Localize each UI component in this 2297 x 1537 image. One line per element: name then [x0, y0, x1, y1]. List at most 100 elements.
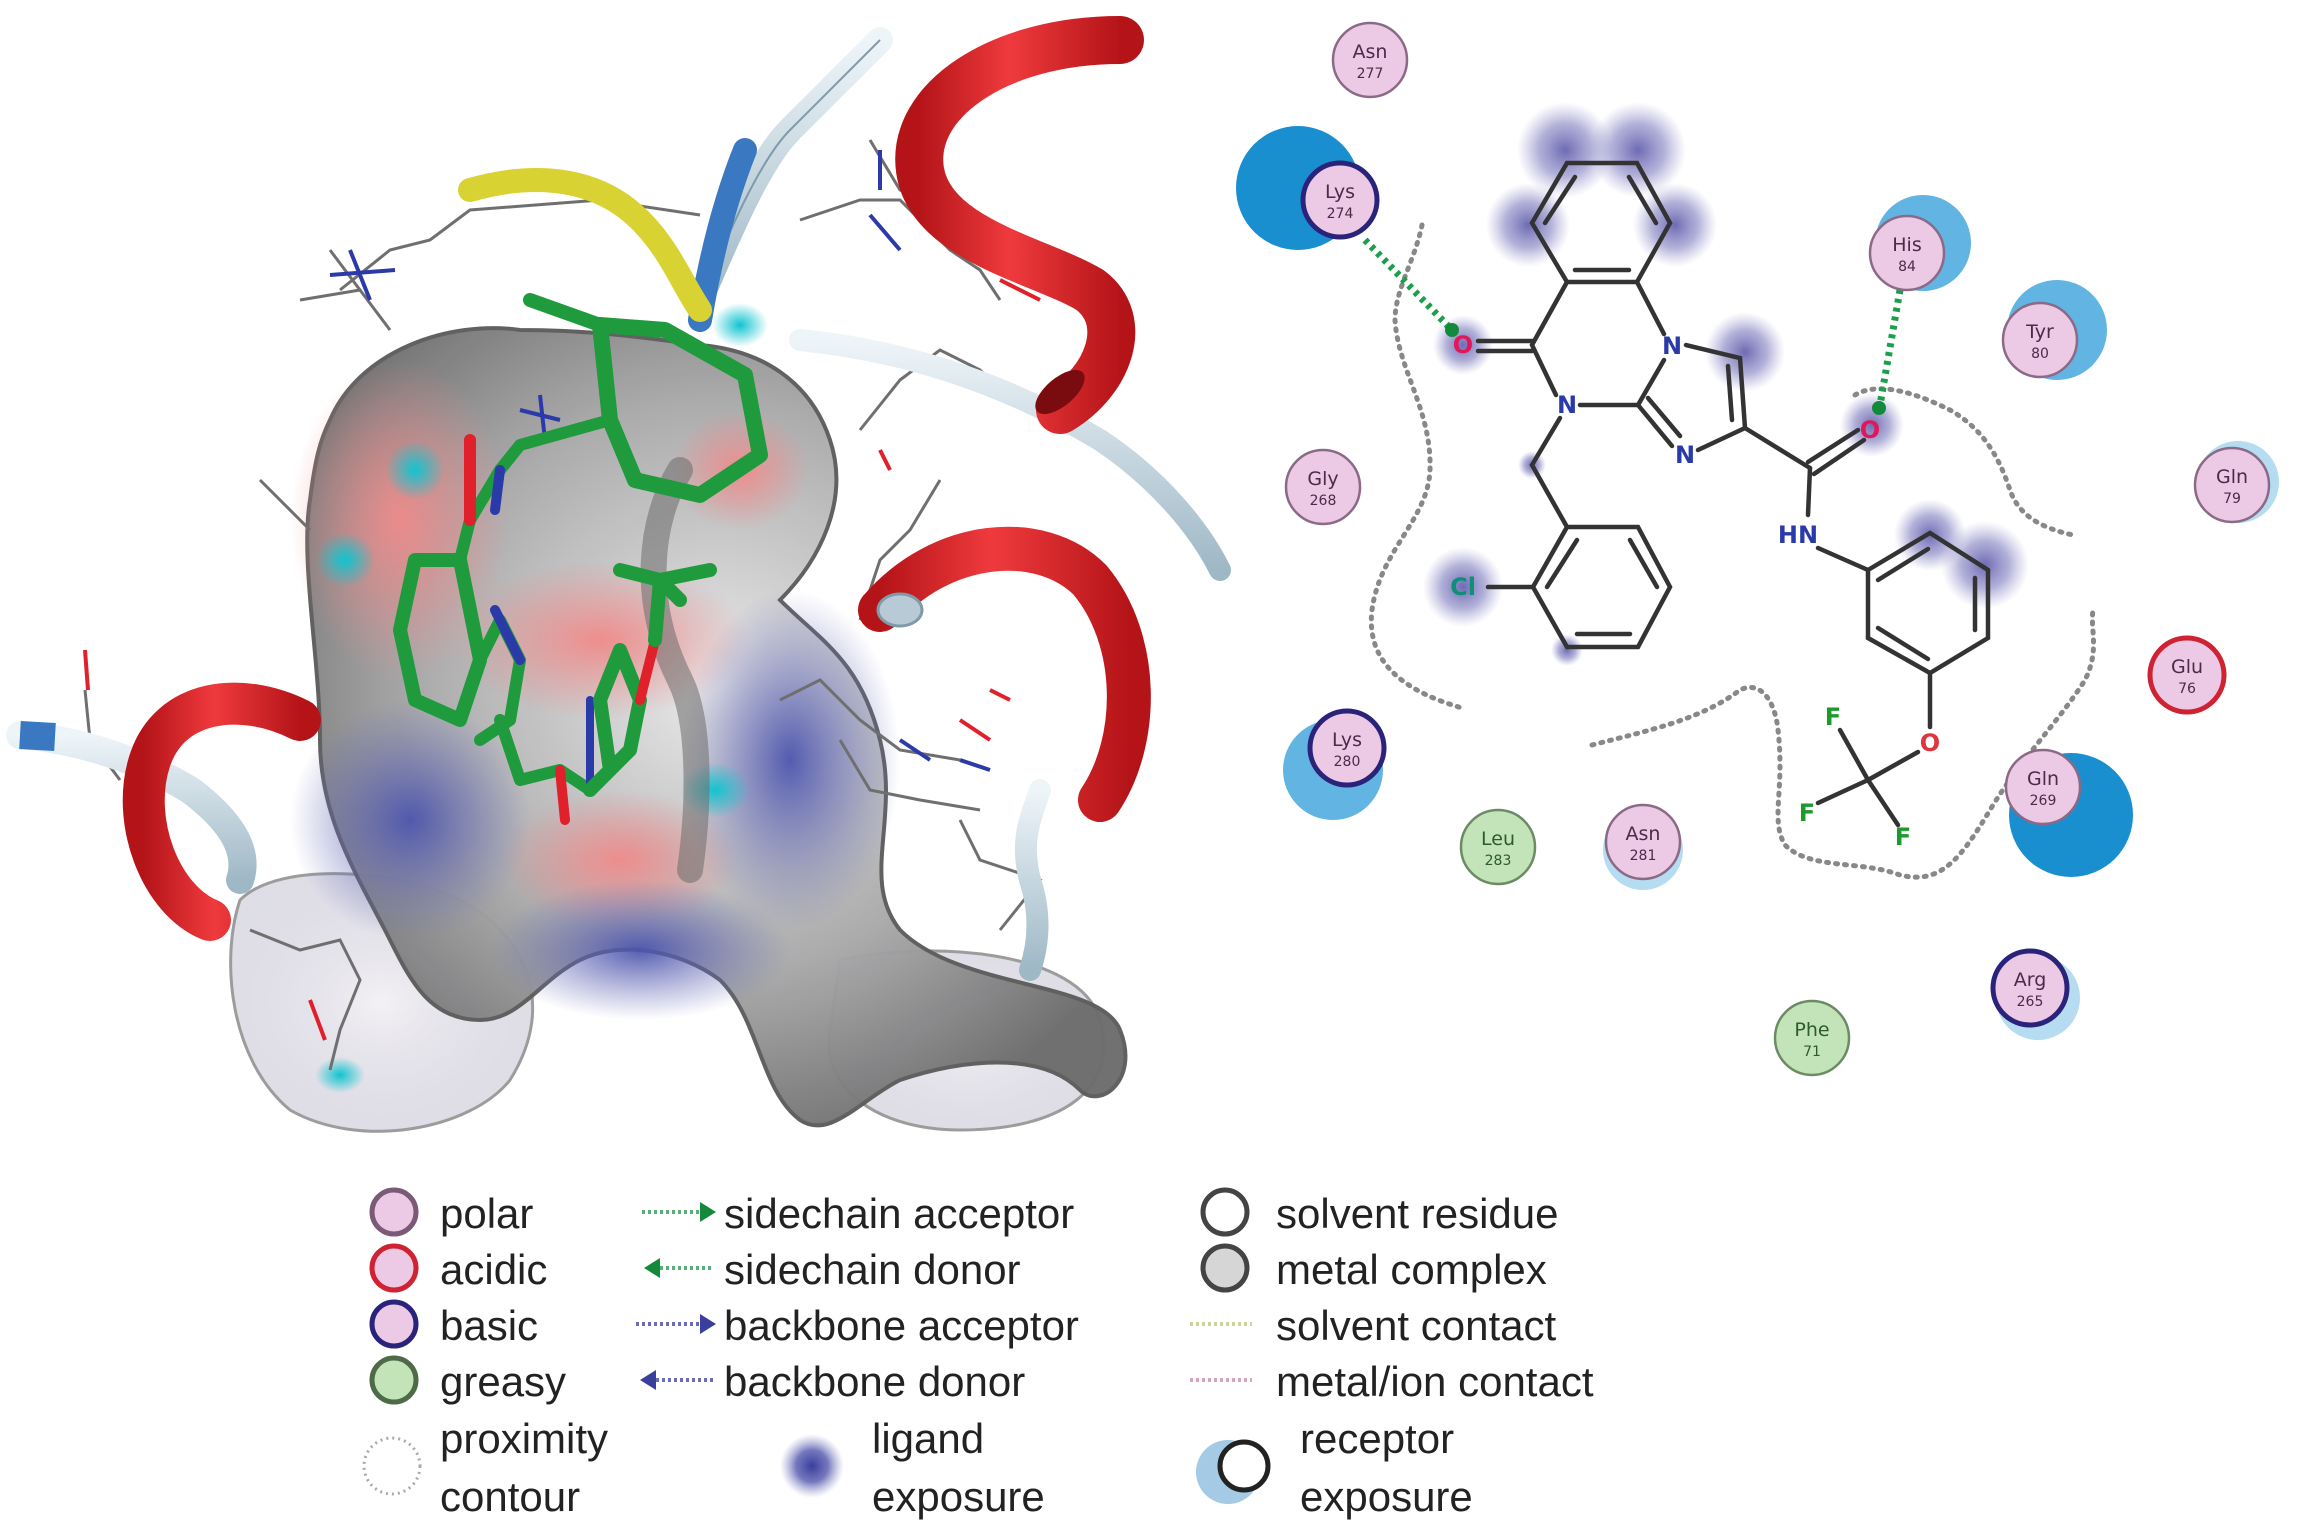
surface-cyan-patch	[712, 303, 768, 347]
residue-circle	[1331, 21, 1409, 99]
side-chain-atom-colors	[83, 150, 1041, 1041]
residue-name: Asn	[1353, 41, 1388, 63]
atom-carbonyl-oxygen: O	[1453, 331, 1473, 359]
ligand-interaction-diagram: O N N N O HN Cl O F F F Asn277Lys274His8…	[1236, 21, 2279, 1077]
residue-number: 277	[1357, 66, 1384, 82]
backbone-donor-arrow-icon	[640, 1370, 714, 1390]
residue-number: 84	[1898, 259, 1916, 275]
legend-label-acidic: acidic	[440, 1246, 548, 1293]
coil-left-tip	[19, 721, 56, 751]
residue-number: 269	[2030, 793, 2057, 809]
atom-amide-oxygen: O	[1860, 416, 1880, 444]
residue-glu-76: Glu 76	[2147, 635, 2227, 715]
residue-number: 79	[2223, 491, 2241, 507]
legend-label-sidechain-acceptor: sidechain acceptor	[724, 1190, 1075, 1237]
legend-label-proximity: proximity	[440, 1415, 609, 1462]
residue-number: 265	[2017, 994, 2044, 1010]
residue-circle	[1307, 708, 1387, 788]
residue-name: Gln	[2027, 768, 2059, 790]
coil-left	[6, 721, 257, 894]
legend-label-solvent-residue: solvent residue	[1276, 1190, 1559, 1237]
residue-name: Glu	[2171, 656, 2203, 678]
surface-cyan-patch	[315, 1057, 365, 1093]
sidechain-donor-arrow-icon	[644, 1258, 714, 1278]
acidic-circle-icon	[369, 1243, 419, 1293]
residue-number: 268	[1310, 493, 1337, 509]
residue-leu-283: Leu 283	[1459, 808, 1537, 886]
atom-fluorine-1: F	[1825, 703, 1841, 731]
residue-number: 80	[2031, 346, 2049, 362]
surface-cyan-patch	[315, 532, 375, 588]
polar-circle-icon	[369, 1187, 419, 1237]
ligand-exposure-blob-icon	[780, 1434, 844, 1498]
helix-mid-right-end	[876, 592, 924, 628]
residue-circle	[1604, 803, 1682, 881]
legend-label-backbone-acceptor: backbone acceptor	[724, 1302, 1079, 1349]
residue-name: Tyr	[2025, 321, 2054, 343]
residue-circle	[2147, 635, 2227, 715]
helix-top-right	[895, 16, 1144, 434]
receptor-exposure-circle-icon	[1196, 1439, 1271, 1504]
legend-label-basic: basic	[440, 1302, 539, 1349]
surface-cyan-patch	[385, 440, 445, 500]
surface-blue-patch	[290, 700, 530, 940]
atom-ether-oxygen: O	[1920, 729, 1940, 757]
legend-label-sidechain-donor: sidechain donor	[724, 1246, 1021, 1293]
hbond-his84-amide	[1872, 289, 1904, 415]
legend-label-receptor: receptor	[1300, 1415, 1455, 1462]
legend-label-metal-ion-contact: metal/ion contact	[1276, 1358, 1594, 1405]
residue-circle	[2004, 748, 2082, 826]
residue-nodes: Asn277Lys274His84Tyr80Gln79Gly268Glu76Ly…	[1236, 21, 2279, 1077]
residue-circle	[1990, 948, 2070, 1028]
surface-groove	[640, 457, 710, 883]
residue-circle	[2193, 446, 2271, 524]
legend-icons	[362, 1187, 1271, 1504]
legend: polar acidic basic greasy proximity cont…	[0, 1170, 2297, 1537]
residue-asn-281: Asn 281	[1603, 803, 1683, 890]
residue-number: 71	[1803, 1044, 1821, 1060]
sidechain-acceptor-arrow-icon	[642, 1202, 716, 1222]
residue-name: Gly	[1307, 468, 1338, 490]
atom-fluorine-3: F	[1895, 823, 1911, 851]
metal-complex-circle-icon	[1200, 1243, 1250, 1293]
backbone-acceptor-arrow-icon	[636, 1314, 716, 1334]
residue-number: 76	[2178, 681, 2196, 697]
surface-red-patch	[290, 360, 510, 680]
legend-label-polar: polar	[440, 1190, 534, 1237]
residue-asn-277: Asn 277	[1331, 21, 1409, 99]
ligand-exposure-blobs	[1423, 102, 2029, 666]
legend-label-solvent-contact: solvent contact	[1276, 1302, 1557, 1349]
surface-blue-patch	[490, 880, 790, 1020]
residue-number: 283	[1485, 853, 1512, 869]
residue-circle	[1284, 448, 1362, 526]
residue-circle	[1300, 160, 1380, 240]
ligand-2d-bonds	[1475, 160, 1991, 828]
legend-label-greasy: greasy	[440, 1358, 567, 1405]
residue-name: Lys	[1332, 729, 1362, 751]
helix-top-right-end	[1035, 369, 1085, 415]
hbond-lys274-carbonyl	[1362, 237, 1459, 337]
atom-fluorine-2: F	[1799, 799, 1815, 827]
atom-imidazole-nitrogen: N	[1675, 441, 1695, 469]
helix-mid-right	[858, 526, 1151, 822]
residue-tyr-80: Tyr 80	[2001, 280, 2107, 380]
legend-label-contour: contour	[440, 1473, 581, 1520]
residue-number: 274	[1327, 206, 1354, 222]
strand-yellow	[458, 168, 712, 322]
residue-circle	[1459, 808, 1537, 886]
residue-number: 281	[1630, 848, 1657, 864]
residue-name: Leu	[1481, 828, 1515, 850]
legend-label-receptor-exposure: exposure	[1300, 1473, 1473, 1520]
solvent-residue-circle-icon	[1200, 1187, 1250, 1237]
ligand-2d-atoms: O N N N O HN Cl O F F F	[1450, 331, 1940, 851]
residue-name: Asn	[1626, 823, 1661, 845]
helix-left	[122, 682, 321, 941]
side-chain-wires	[83, 139, 1043, 1071]
basic-circle-icon	[369, 1299, 419, 1349]
legend-label-metal-complex: metal complex	[1276, 1246, 1547, 1293]
